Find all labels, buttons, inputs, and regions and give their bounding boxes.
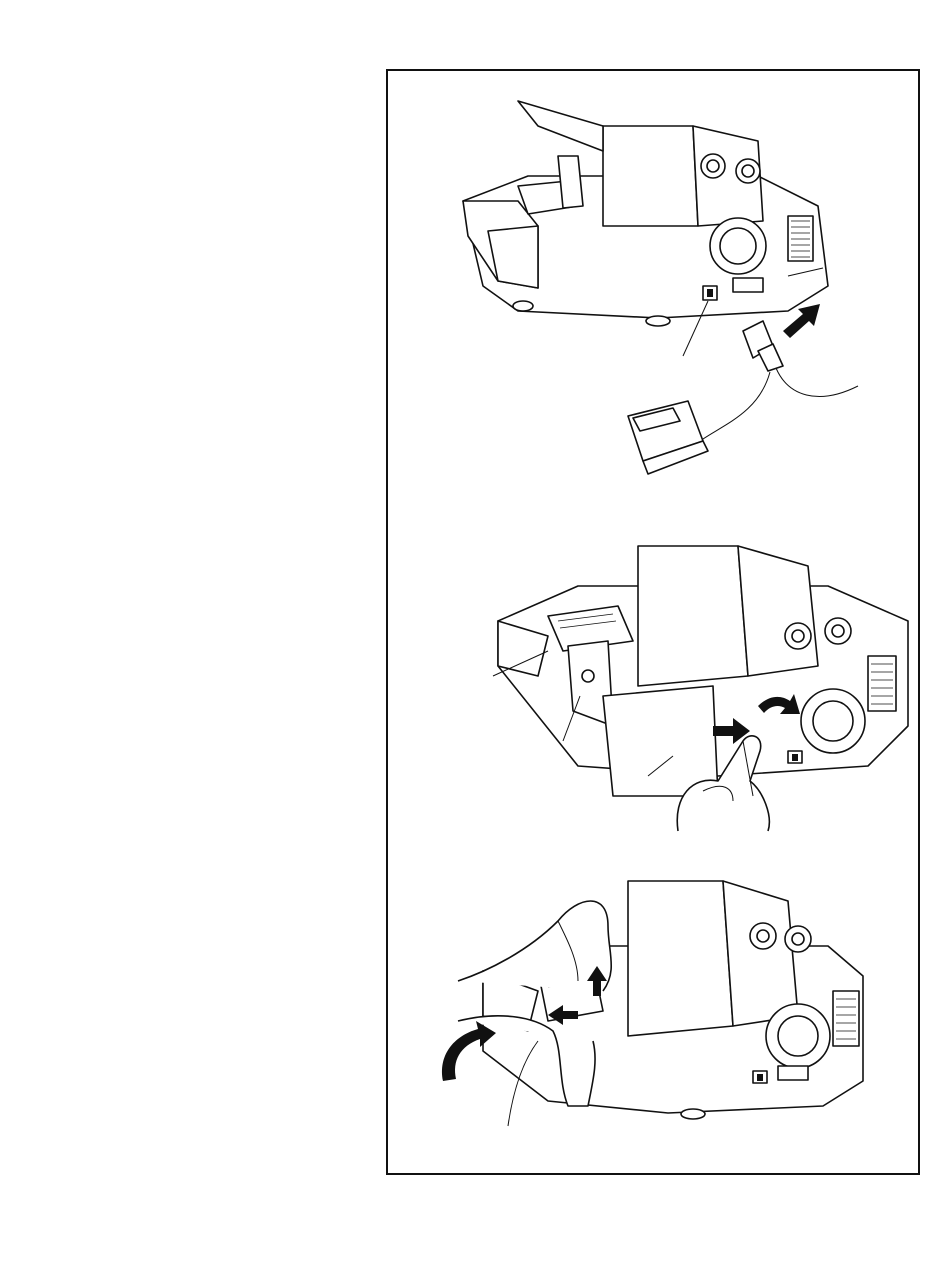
hands-opening-looper-cover-icon [488,526,918,836]
hands-removing-presser-foot-icon [428,851,878,1131]
illustration-frame [386,69,920,1175]
serger-machine-with-foot-controller-icon [458,96,918,476]
figure-power-connection [458,96,918,476]
figure-open-looper-cover [488,526,918,836]
figure-remove-presser-foot [428,851,878,1131]
